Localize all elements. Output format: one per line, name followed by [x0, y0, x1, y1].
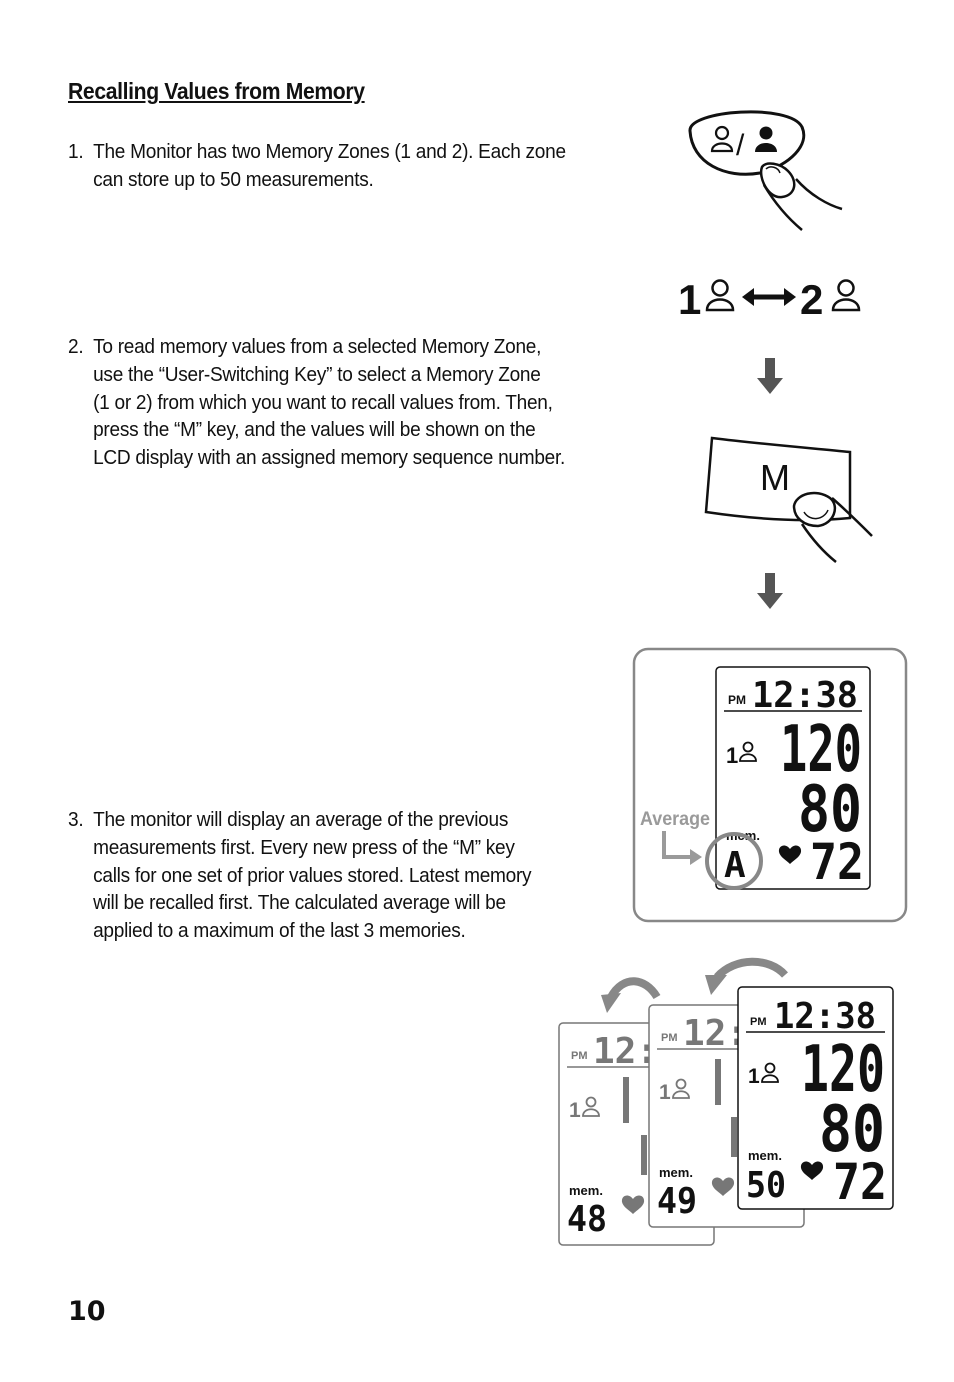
- zone-1-number: 1: [678, 276, 701, 323]
- user-outline-icon: [831, 279, 861, 312]
- user-outline-icon: [582, 1096, 600, 1117]
- pulse-value: 72: [810, 833, 864, 891]
- step-1: 1. The Monitor has two Memory Zones (1 a…: [68, 138, 589, 194]
- mem-value: 50: [746, 1165, 786, 1206]
- memory-stack-illustration: PM 12: 1 mem. 48 PM 12: 1 mem. 49 PM 1: [558, 957, 894, 1246]
- zone-number: 1: [748, 1065, 760, 1088]
- zone-number: 1: [726, 743, 738, 768]
- step-2: 2. To read memory values from a selected…: [68, 333, 589, 472]
- heart-icon: [778, 845, 802, 864]
- memory-zone-switch-illustration: 1 2: [678, 276, 861, 323]
- zone-2-number: 2: [800, 276, 823, 323]
- mem-value: A: [724, 845, 746, 886]
- heart-icon: [800, 1161, 824, 1180]
- ampm-label: PM: [661, 1032, 678, 1044]
- step-text: The monitor will display an average of t…: [93, 808, 532, 943]
- average-display-illustration: PM 12:38 1 120 80 Average mem. A 72: [632, 647, 908, 923]
- mem-value: 49: [657, 1181, 697, 1222]
- time-readout: 12:38: [774, 996, 876, 1037]
- mem-label: mem.: [659, 1165, 693, 1180]
- page-number: 10: [68, 1296, 106, 1327]
- m-key-label: M: [760, 457, 790, 498]
- user-outline-icon: [710, 125, 734, 153]
- user-outline-icon: [739, 741, 757, 762]
- user-outline-icon: [672, 1078, 690, 1099]
- step-number: 2.: [68, 335, 84, 358]
- curved-arrow-icon: [705, 957, 788, 995]
- zone-number: 1: [569, 1099, 581, 1122]
- step-text: The Monitor has two Memory Zones (1 and …: [93, 140, 566, 191]
- m-key-illustration: M: [704, 436, 873, 563]
- pulse-value: 72: [833, 1153, 887, 1211]
- step-3: 3. The monitor will display an average o…: [68, 806, 589, 945]
- diastolic-value: 80: [819, 1093, 885, 1167]
- step-number: 1.: [68, 140, 84, 163]
- arrow-down-icon: [757, 573, 783, 609]
- ampm-label: PM: [571, 1050, 588, 1062]
- ampm-label: PM: [750, 1016, 767, 1028]
- page-title: Recalling Values from Memory: [68, 78, 365, 104]
- time-readout: 12:: [593, 1031, 658, 1072]
- user-outline-icon: [761, 1062, 779, 1083]
- curved-arrow-icon: [601, 977, 661, 1013]
- key-slash: /: [736, 129, 745, 162]
- time-readout: 12:38: [752, 675, 858, 716]
- diastolic-value: 80: [798, 773, 862, 847]
- mem-value: 48: [567, 1199, 607, 1240]
- mem-label: mem.: [569, 1183, 603, 1198]
- user-switch-key-illustration: /: [688, 110, 843, 231]
- double-arrow-icon: [742, 288, 796, 306]
- systolic-value: 120: [801, 1033, 885, 1107]
- time-readout: 12:: [683, 1013, 748, 1054]
- memory-card-50: PM 12:38 1 120 80 mem. 50 72: [737, 986, 894, 1211]
- ampm-label: PM: [728, 693, 746, 707]
- user-filled-icon: [755, 126, 777, 152]
- step-text: To read memory values from a selected Me…: [93, 335, 566, 470]
- heart-icon: [711, 1177, 735, 1196]
- mem-label: mem.: [748, 1148, 782, 1163]
- heart-icon: [621, 1195, 645, 1214]
- arrow-down-icon: [757, 358, 783, 394]
- user-outline-icon: [705, 279, 735, 312]
- step-number: 3.: [68, 808, 84, 831]
- average-label: Average: [640, 809, 710, 830]
- zone-number: 1: [659, 1081, 671, 1104]
- systolic-value: 120: [780, 713, 862, 787]
